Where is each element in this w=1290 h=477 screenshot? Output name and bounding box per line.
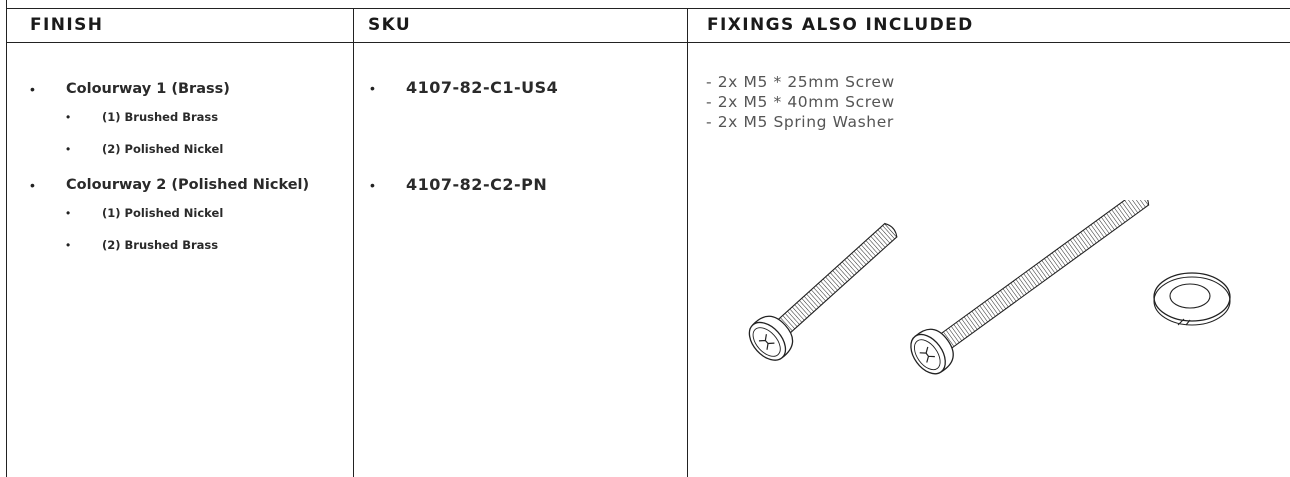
finish-option-label: (1) Brushed Brass	[102, 110, 219, 124]
colourway-label: Colourway 2 (Polished Nickel)	[66, 177, 310, 193]
bullet-icon: •	[30, 177, 35, 193]
finish-option-label: (2) Brushed Brass	[102, 238, 219, 252]
header-sku: SKU	[368, 15, 412, 35]
fixing-item: - 2x M5 * 25mm Screw	[706, 73, 895, 91]
finish-option: • (2) Polished Nickel	[66, 138, 350, 170]
header-fixings: FIXINGS ALSO INCLUDED	[707, 15, 974, 35]
sku-code: 4107-82-C1-US4	[406, 78, 559, 97]
sku-code: 4107-82-C2-PN	[406, 175, 548, 194]
short-screw-icon	[748, 222, 898, 361]
fixings-list: - 2x M5 * 25mm Screw - 2x M5 * 40mm Scre…	[706, 72, 1266, 132]
finish-option: • (1) Brushed Brass	[66, 106, 350, 138]
colourway-item: • Colourway 1 (Brass) • (1) Brushed Bras…	[30, 78, 350, 170]
sku-item: • 4107-82-C1-US4	[370, 76, 680, 101]
bullet-icon: •	[370, 80, 375, 96]
table-left-border	[6, 0, 7, 477]
finish-option-label: (2) Polished Nickel	[102, 142, 224, 156]
fixings-illustration	[748, 200, 1231, 375]
finish-option: • (2) Brushed Brass	[66, 234, 350, 266]
colourway-item: • Colourway 2 (Polished Nickel) • (1) Po…	[30, 174, 350, 266]
header-bottom-border	[6, 42, 1290, 43]
bullet-icon: •	[66, 142, 71, 156]
finish-options: • (1) Polished Nickel • (2) Brushed Bras…	[66, 202, 350, 266]
sku-list: • 4107-82-C1-US4 • 4107-82-C2-PN	[370, 76, 680, 198]
bullet-icon: •	[66, 206, 71, 220]
header-finish: FINISH	[30, 15, 104, 35]
table-top-border	[6, 8, 1290, 9]
finish-options: • (1) Brushed Brass • (2) Polished Nicke…	[66, 106, 350, 170]
sku-item: • 4107-82-C2-PN	[370, 173, 680, 198]
fixing-item: - 2x M5 Spring Washer	[706, 113, 894, 131]
fixing-item: - 2x M5 * 40mm Screw	[706, 93, 895, 111]
colourway-label: Colourway 1 (Brass)	[66, 81, 230, 97]
long-screw-icon	[910, 200, 1150, 375]
column-divider-sku-fixings	[687, 9, 688, 477]
bullet-icon: •	[370, 177, 375, 193]
finish-option: • (1) Polished Nickel	[66, 202, 350, 234]
finish-option-label: (1) Polished Nickel	[102, 206, 224, 220]
bullet-icon: •	[66, 110, 71, 124]
spring-washer-icon	[1153, 272, 1231, 326]
bullet-icon: •	[30, 81, 35, 97]
column-divider-finish-sku	[353, 9, 354, 477]
bullet-icon: •	[66, 238, 71, 252]
finish-list: • Colourway 1 (Brass) • (1) Brushed Bras…	[30, 78, 350, 270]
